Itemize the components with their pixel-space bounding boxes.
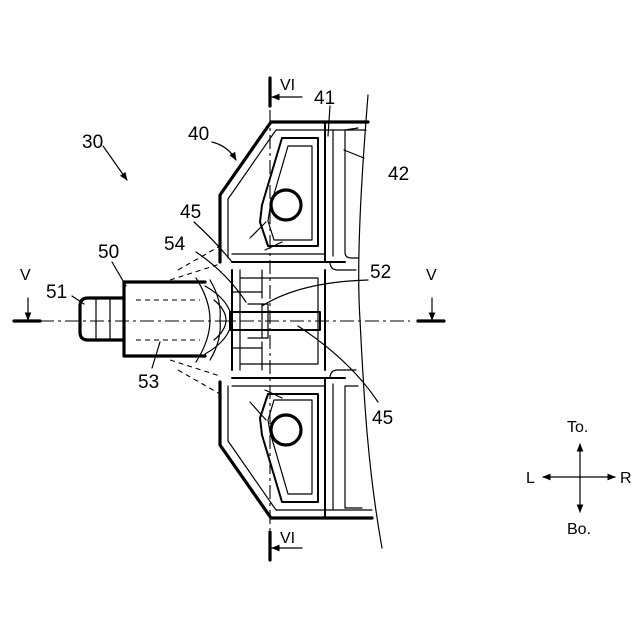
label-50: 50	[98, 242, 119, 263]
direction-top-label: To.	[567, 419, 588, 436]
direction-indicator: To. Bo. L R	[526, 419, 632, 538]
label-53: 53	[138, 372, 159, 393]
section-mark-v-right: V	[426, 267, 437, 284]
label-45-lower: 45	[372, 408, 393, 429]
label-45-upper: 45	[180, 202, 201, 223]
label-52: 52	[370, 262, 391, 283]
direction-bottom-label: Bo.	[567, 521, 591, 538]
upper-boss	[250, 138, 318, 250]
section-mark-v-left: V	[20, 267, 31, 284]
lower-boss	[250, 390, 318, 502]
connector-tabs	[170, 246, 232, 394]
label-54: 54	[164, 234, 186, 255]
label-40: 40	[188, 124, 209, 145]
label-41: 41	[314, 88, 335, 109]
label-42: 42	[388, 164, 409, 185]
part-50-pin	[80, 278, 210, 362]
direction-right-label: R	[620, 470, 632, 487]
label-30: 30	[82, 132, 103, 153]
pin-tip-51	[80, 298, 124, 340]
part-40-housing	[220, 122, 372, 518]
label-51: 51	[46, 282, 67, 303]
direction-left-label: L	[526, 470, 535, 487]
section-mark-vi-bottom: VI	[280, 530, 295, 547]
lower-hole-icon	[271, 415, 301, 445]
upper-hole-icon	[271, 190, 301, 220]
center-slot	[230, 270, 325, 370]
section-mark-vi-top: VI	[280, 77, 295, 94]
